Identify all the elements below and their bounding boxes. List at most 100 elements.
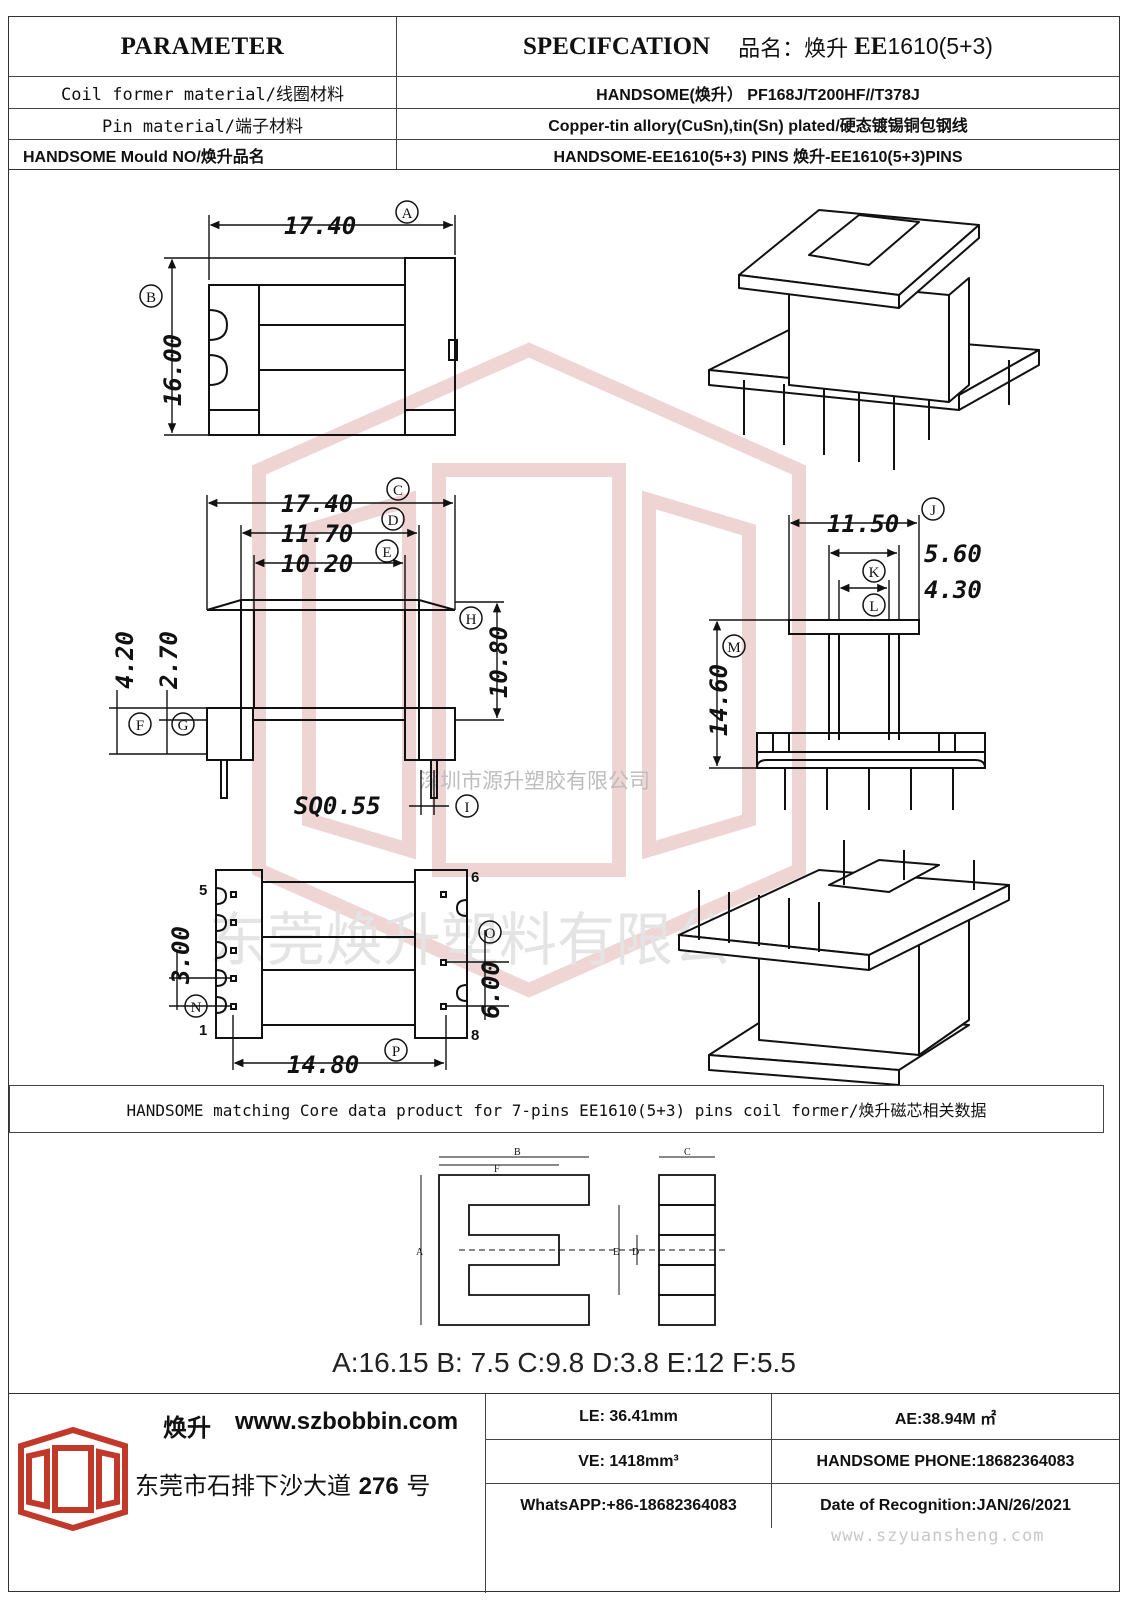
product-model: 1610(5+3) [887, 33, 993, 59]
dim-CDE-lines [206, 495, 456, 610]
dim-I-letter: I [465, 800, 470, 816]
core-A-letter: A [416, 1247, 424, 1258]
date-value: Date of Recognition:JAN/26/2021 [771, 1484, 1119, 1528]
footer-address-no: 276 [358, 1473, 399, 1500]
whatsapp-value: WhatsAPP:+86-18682364083 [520, 1497, 737, 1514]
pin-material-label: Pin material/端子材料 [9, 109, 397, 139]
product-model-prefix: EE [854, 32, 888, 60]
core-C-letter: C [684, 1147, 691, 1158]
dim-K-letter: K [869, 565, 880, 581]
dim-G-marker [171, 712, 195, 736]
ae-value: AE:38.94M ㎡ [771, 1394, 1119, 1440]
dim-H [455, 601, 504, 721]
dim-D-letter: D [388, 513, 399, 529]
dim-D-value: 11.70 [281, 520, 353, 548]
pin-material-value: Copper-tin allory(CuSn),tin(Sn) plated/硬… [548, 118, 968, 135]
dim-L-letter: L [869, 599, 878, 615]
dim-D-marker [381, 507, 405, 531]
product-label: 品名：焕升 [738, 36, 849, 62]
dim-K-value: 5.60 [924, 540, 982, 568]
footer-address: 东莞市石排下沙大道 276 号 [135, 1466, 430, 1501]
dim-E-marker [375, 539, 399, 563]
footer-website: www.szbobbin.com [235, 1408, 459, 1435]
iso-view-top [708, 209, 1040, 470]
pin-1-label: 1 [199, 1022, 207, 1039]
dim-K-marker [862, 559, 886, 583]
pin-5-label: 5 [199, 882, 207, 899]
dim-E-letter: E [382, 545, 391, 561]
core-F-letter: F [494, 1164, 500, 1175]
spec-sheet: PARAMETER SPECIFCATION 品名：焕升 EE 1610(5+3… [8, 16, 1120, 1593]
dim-G-letter: G [178, 718, 189, 734]
phone-value: HANDSOME PHONE:18682364083 [771, 1440, 1119, 1484]
technical-drawing: 深圳市源升塑胶有限公司 东莞焕升塑料有限公司 17.40 A 16.00 [109, 200, 1040, 1085]
iso-view-bottom [678, 840, 1010, 1085]
header-row: PARAMETER SPECIFCATION 品名：焕升 EE 1610(5+3… [9, 17, 1119, 77]
dim-B-value: 16.00 [159, 334, 187, 406]
dim-B-marker [139, 284, 163, 308]
pin-material-row: Pin material/端子材料 Copper-tin allory(CuSn… [9, 109, 1119, 140]
dim-I-value: SQ0.55 [294, 792, 381, 820]
core-B-letter: B [514, 1147, 521, 1158]
top-view [208, 257, 458, 436]
core-E-letter: E [613, 1247, 619, 1258]
dim-C-value: 17.40 [281, 490, 353, 518]
mould-row: HANDSOME Mould NO/焕升品名 HANDSOME-EE1610(5… [9, 140, 1119, 170]
mould-label: HANDSOME Mould NO/焕升品名 [9, 140, 397, 169]
dim-H-value: 10.80 [485, 626, 513, 698]
dim-A-value: 17.40 [284, 212, 356, 240]
dim-O-marker [478, 920, 502, 944]
footer-address-suffix: 号 [406, 1472, 431, 1500]
dim-I [409, 770, 449, 815]
side-view [206, 599, 456, 799]
logo-icon [18, 1426, 128, 1532]
dim-M-marker [722, 634, 746, 658]
dim-A-letter: A [402, 206, 413, 222]
dim-B-letter: B [146, 290, 156, 306]
core-diagram: B F A C D E [416, 1147, 729, 1326]
dim-P-value: 14.80 [287, 1051, 359, 1079]
spec-title: SPECIFCATION [523, 32, 711, 60]
dim-FG [109, 690, 207, 755]
dim-J-marker [921, 497, 945, 521]
dim-H-letter: H [466, 612, 477, 628]
dim-L-marker [862, 593, 886, 617]
dim-A [208, 215, 456, 280]
dim-C-letter: C [393, 483, 403, 499]
coil-material-row: Coil former material/线圈材料 HANDSOME(焕升） P… [9, 77, 1119, 109]
bottom-view [215, 869, 468, 1039]
dim-M-letter: M [727, 640, 740, 656]
dim-J-letter: J [930, 503, 936, 519]
dim-E-value: 10.20 [281, 550, 353, 578]
dim-M-value: 14.60 [705, 664, 733, 736]
core-values: A:16.15 B: 7.5 C:9.8 D:3.8 E:12 F:5.5 [332, 1347, 796, 1378]
dim-F-marker [128, 712, 152, 736]
dim-P-letter: P [392, 1044, 400, 1060]
pin-6-label: 6 [471, 869, 479, 886]
dim-F-value: 4.20 [111, 631, 139, 689]
dim-A-marker [395, 200, 419, 224]
mould-value: HANDSOME-EE1610(5+3) PINS 焕升-EE1610(5+3)… [553, 148, 963, 166]
watermark-url: www.szyuansheng.com [831, 1526, 1045, 1546]
le-value: LE: 36.41mm [486, 1394, 771, 1440]
dim-B [164, 257, 405, 436]
dim-L-value: 4.30 [924, 576, 982, 604]
specification-heading: SPECIFCATION 品名：焕升 EE 1610(5+3) [397, 17, 1119, 76]
pin-8-label: 8 [471, 1027, 479, 1044]
dim-O-letter: O [485, 926, 496, 942]
footer-brand: 焕升 [163, 1413, 211, 1442]
dim-P-marker [384, 1038, 408, 1062]
footer: 焕升 www.szbobbin.com 东莞市石排下沙大道 276 号 LE: … [9, 1393, 1119, 1593]
dim-H-marker [459, 606, 483, 630]
dim-O-value: 6.00 [477, 961, 505, 1019]
footer-brand-block: 焕升 www.szbobbin.com 东莞市石排下沙大道 276 号 [9, 1394, 486, 1593]
dim-N-letter: N [191, 1000, 202, 1016]
dim-I-marker [455, 794, 479, 818]
dim-N-marker [184, 994, 208, 1018]
dim-NOP [169, 930, 509, 1070]
dim-F-letter: F [136, 718, 144, 734]
ve-value: VE: 1418mm³ [486, 1440, 771, 1484]
watermark-company-1: 深圳市源升塑胶有限公司 [419, 769, 650, 793]
dim-N-value: 3.00 [167, 926, 195, 985]
footer-address-cn: 东莞市石排下沙大道 [135, 1472, 351, 1500]
